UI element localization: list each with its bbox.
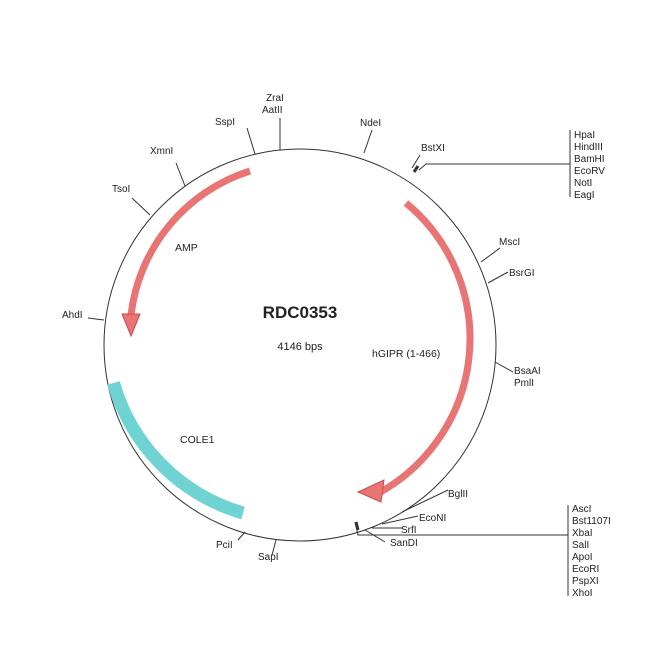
site-msci[interactable]: MscI — [499, 237, 520, 248]
site-apoi[interactable]: ApoI — [572, 552, 593, 563]
site-sspi[interactable]: SspI — [215, 117, 235, 128]
site-xbai[interactable]: XbaI — [572, 528, 593, 539]
site-ticks — [87, 118, 571, 596]
hgipr-arrowhead — [356, 479, 385, 503]
site-pspxi[interactable]: PspXI — [572, 576, 599, 587]
site-aatii[interactable]: AatII — [262, 105, 283, 116]
mcs-top-list: HpaI HindIII BamHI EcoRV NotI EagI — [574, 130, 605, 201]
site-xhoi[interactable]: XhoI — [572, 588, 593, 599]
site-bsrgi[interactable]: BsrGI — [509, 268, 535, 279]
site-pcii[interactable]: PciI — [216, 540, 233, 551]
plasmid-name: RDC0353 — [263, 303, 338, 322]
site-ecori[interactable]: EcoRI — [572, 564, 599, 575]
site-ndei[interactable]: NdeI — [360, 118, 381, 129]
feature-cole1-arc[interactable] — [107, 381, 245, 520]
site-econi[interactable]: EcoNI — [419, 513, 446, 524]
site-bst1107i[interactable]: Bst1107I — [572, 516, 611, 527]
site-hindiii[interactable]: HindIII — [574, 142, 603, 153]
mcs-tick-marks — [354, 165, 420, 531]
site-bamhi[interactable]: BamHI — [574, 154, 605, 165]
backbone-circle — [103, 148, 497, 542]
feature-label-hgipr: hGIPR (1-466) — [372, 348, 440, 360]
site-bglii[interactable]: BglII — [448, 489, 468, 500]
feature-label-cole1: COLE1 — [180, 434, 215, 446]
feature-label-amp: AMP — [175, 242, 198, 254]
site-sandi[interactable]: SanDI — [390, 538, 418, 549]
site-asci[interactable]: AscI — [572, 504, 591, 515]
feature-hgipr-arrow[interactable] — [373, 200, 474, 499]
site-xmni[interactable]: XmnI — [150, 146, 173, 157]
site-hpai[interactable]: HpaI — [574, 130, 595, 141]
site-ecorv[interactable]: EcoRV — [574, 166, 605, 177]
site-sapi[interactable]: SapI — [258, 552, 279, 563]
site-eagi[interactable]: EagI — [574, 190, 595, 201]
site-bsaai[interactable]: BsaAI — [514, 366, 541, 377]
site-zrai[interactable]: ZraI — [266, 93, 284, 104]
site-srfi[interactable]: SrfI — [401, 525, 417, 536]
site-sali[interactable]: SalI — [572, 540, 589, 551]
site-bstxi[interactable]: BstXI — [421, 143, 445, 154]
amp-arrowhead — [121, 313, 141, 338]
site-pmli[interactable]: PmlI — [514, 378, 534, 389]
mcs-bottom-list: AscI Bst1107I XbaI SalI ApoI EcoRI PspXI… — [572, 504, 611, 599]
site-labels: ZraI AatII SspI NdeI BstXI XmnI TsoI Ahd… — [62, 93, 541, 563]
feature-amp-arrow[interactable] — [127, 167, 252, 316]
site-tsoi[interactable]: TsoI — [112, 184, 130, 195]
plasmid-size: 4146 bps — [277, 341, 323, 353]
site-noti[interactable]: NotI — [574, 178, 592, 189]
site-ahdi[interactable]: AhdI — [62, 310, 83, 321]
